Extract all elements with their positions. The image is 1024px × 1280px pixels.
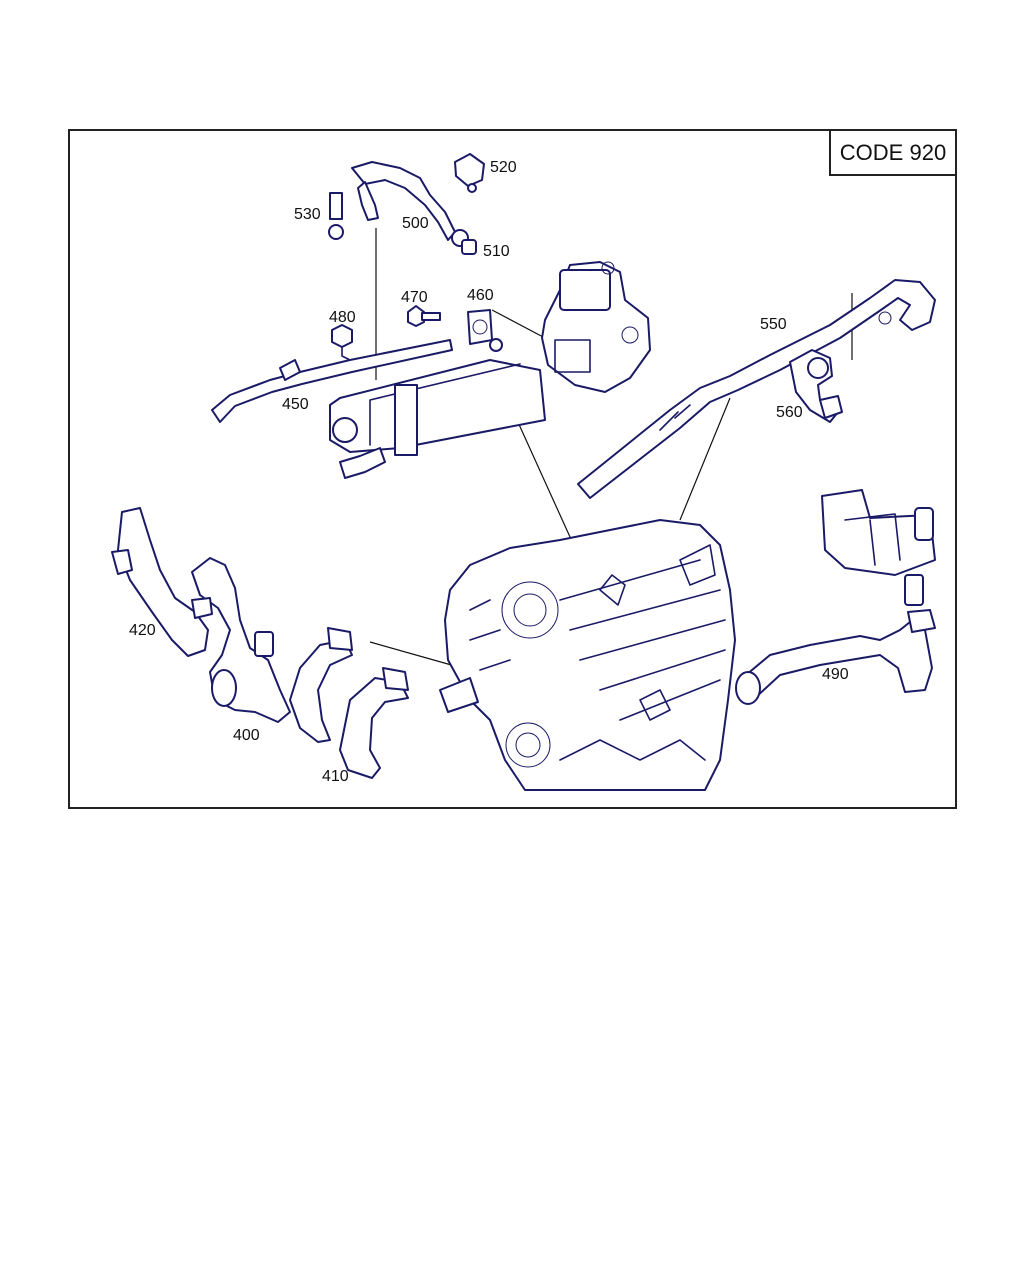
- code-label: CODE 920: [829, 129, 957, 176]
- callout-490: 490: [822, 666, 849, 683]
- bolt-470: [407, 305, 441, 327]
- egr-cooler-450: [211, 338, 546, 479]
- callout-500: 500: [402, 215, 429, 232]
- coolant-pipe-500: [351, 161, 469, 247]
- clamp-520: [454, 153, 485, 193]
- callout-460: 460: [467, 287, 494, 304]
- callout-420: 420: [129, 622, 156, 639]
- sensor-530: [328, 192, 344, 240]
- callout-480: 480: [329, 309, 356, 326]
- cooler-hose-490: [735, 489, 936, 705]
- hose-560: [789, 349, 843, 423]
- callout-520: 520: [490, 159, 517, 176]
- hoses-410: [289, 627, 409, 779]
- callout-400: 400: [233, 727, 260, 744]
- pipe-550: [577, 279, 936, 499]
- callout-410: 410: [322, 768, 349, 785]
- callout-530: 530: [294, 206, 321, 223]
- hose-420: [111, 507, 209, 657]
- gasket-460: [467, 309, 493, 345]
- clip-510: [461, 239, 477, 255]
- callout-470: 470: [401, 289, 428, 306]
- engine-assembly: [439, 519, 736, 791]
- thermostat-400: [191, 557, 291, 723]
- egr-valve: [541, 261, 651, 393]
- callout-560: 560: [776, 404, 803, 421]
- callout-450: 450: [282, 396, 309, 413]
- nut-480: [331, 324, 353, 361]
- callout-550: 550: [760, 316, 787, 333]
- callout-510: 510: [483, 243, 510, 260]
